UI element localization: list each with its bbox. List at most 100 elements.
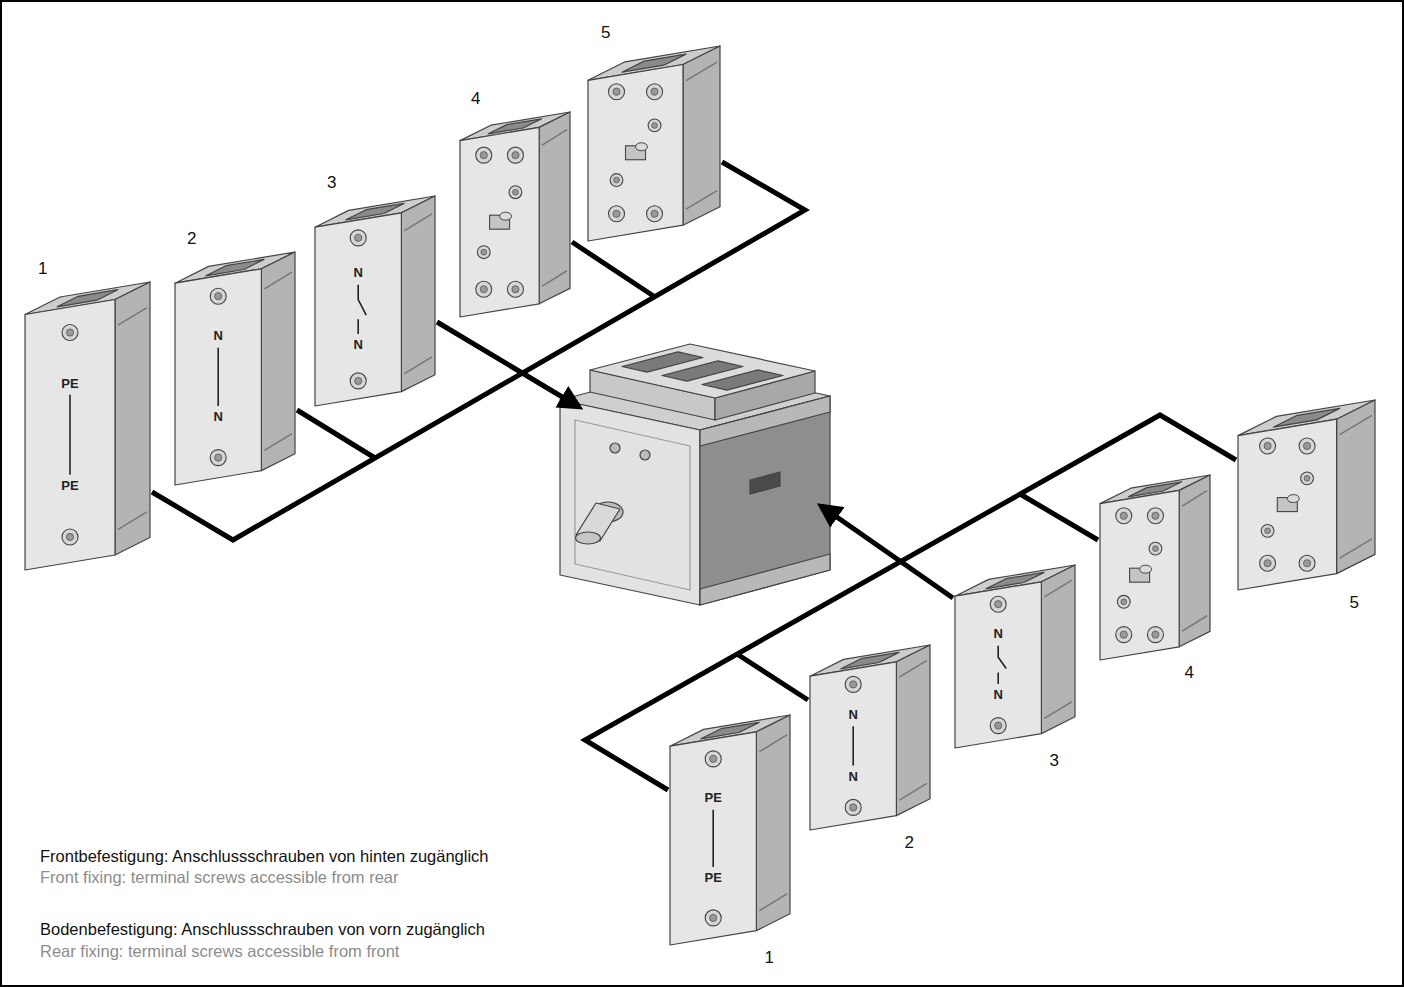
- terminal-slot: [702, 370, 783, 390]
- bracket-line: [737, 654, 808, 700]
- side-notch: [118, 512, 147, 530]
- terminal-marking: PE: [705, 871, 722, 885]
- terminal-screw: [705, 910, 721, 926]
- terminal-module: 4: [1100, 475, 1210, 686]
- terminal-module: 1PEPE: [670, 715, 790, 971]
- terminal-screw: [850, 681, 857, 688]
- side-notch: [1044, 580, 1072, 597]
- terminal-screw: [1264, 560, 1271, 567]
- terminal-screw: [1299, 438, 1315, 454]
- side-notch: [1182, 491, 1207, 506]
- module-illustration: [955, 565, 1075, 774]
- knob-end: [576, 532, 601, 544]
- mounting-note: Bodenbefestigung: Anschlussschrauben von…: [40, 920, 485, 940]
- terminal-screw: [652, 123, 658, 129]
- side-notch: [1182, 616, 1207, 631]
- terminal-screw: [509, 186, 522, 199]
- contact-shaft: [500, 212, 512, 220]
- mount-arrow: [437, 322, 579, 407]
- terminal-screw: [512, 152, 519, 159]
- switch-side: [700, 396, 830, 605]
- callout-number: 4: [471, 90, 480, 109]
- switch-front: [560, 400, 700, 605]
- module-side: [115, 282, 150, 555]
- terminal-screw: [1265, 528, 1271, 534]
- callout-number: 4: [1185, 664, 1194, 683]
- side-notch: [264, 434, 292, 451]
- terminal-screw: [1147, 627, 1163, 643]
- terminal-screw: [1260, 438, 1276, 454]
- callout-number: 1: [765, 949, 774, 968]
- terminal-module: 5: [588, 20, 720, 241]
- side-notch: [686, 62, 717, 80]
- terminal-screw: [355, 234, 362, 241]
- terminal-opening: [701, 722, 759, 738]
- module-side: [896, 645, 930, 816]
- module-side: [683, 46, 720, 225]
- terminal-screw: [1117, 595, 1130, 608]
- module-front: [175, 269, 261, 485]
- module-side: [1179, 475, 1210, 647]
- terminal-screw: [990, 718, 1006, 734]
- bracket-lines: [152, 162, 1236, 790]
- side-notch: [542, 271, 567, 286]
- module-illustration: [315, 170, 435, 406]
- terminal-module: 4: [460, 86, 570, 317]
- terminal-opening: [346, 203, 404, 219]
- terminal-opening: [206, 259, 264, 275]
- terminal-screw: [350, 373, 366, 389]
- marking-symbol: [852, 726, 854, 765]
- module-front: [670, 732, 756, 945]
- terminal-screw: [609, 84, 625, 100]
- terminal-screw: [215, 454, 222, 461]
- terminal-screw: [513, 189, 519, 195]
- terminal-screw: [705, 751, 721, 767]
- terminal-opening: [841, 652, 899, 668]
- callout-number: 2: [187, 230, 196, 249]
- callout-number: 5: [601, 24, 610, 43]
- module-front: [588, 65, 683, 242]
- terminal-screw: [647, 206, 663, 222]
- terminal-screw: [648, 119, 661, 132]
- terminal-screw: [1147, 508, 1163, 524]
- module-side: [261, 252, 295, 471]
- module-illustration: [1238, 400, 1375, 616]
- terminal-screw: [1260, 555, 1276, 571]
- terminal-screw: [609, 206, 625, 222]
- terminal-screw: [1303, 442, 1310, 449]
- terminal-screw: [1301, 472, 1314, 485]
- terminal-screw: [1152, 512, 1159, 519]
- mounting-note: Front fixing: terminal screws accessible…: [40, 868, 399, 888]
- terminal-housing: [590, 344, 815, 398]
- terminal-screw: [1153, 546, 1159, 552]
- terminal-screw: [614, 177, 620, 183]
- module-side: [539, 112, 570, 304]
- terminal-screw: [1116, 627, 1132, 643]
- module-illustration: [460, 86, 570, 317]
- mount-arrow: [821, 506, 953, 598]
- mounting-note: Frontbefestigung: Anschlussschrauben von…: [40, 847, 489, 867]
- terminal-screw: [710, 914, 717, 921]
- terminal-screw: [995, 601, 1002, 608]
- terminal-screw: [480, 286, 487, 293]
- module-side: [1337, 400, 1375, 574]
- terminal-module: 3NN: [955, 565, 1075, 774]
- terminal-opening: [488, 119, 541, 134]
- terminal-screw: [481, 249, 487, 255]
- callout-number: 2: [905, 834, 914, 853]
- side-notch: [264, 272, 292, 289]
- side-notch: [899, 783, 927, 800]
- module-illustration: [25, 256, 150, 570]
- terminal-screw: [1121, 599, 1127, 605]
- terminal-module: 2NN: [175, 226, 295, 485]
- module-illustration: [175, 226, 295, 485]
- terminal-screw: [476, 147, 492, 163]
- terminal-screw: [62, 325, 78, 341]
- terminal-marking: N: [994, 688, 1003, 702]
- terminal-screw: [1303, 560, 1310, 567]
- terminal-screw: [62, 529, 78, 545]
- terminal-marking: N: [849, 708, 858, 722]
- marking-symbol: [358, 285, 366, 334]
